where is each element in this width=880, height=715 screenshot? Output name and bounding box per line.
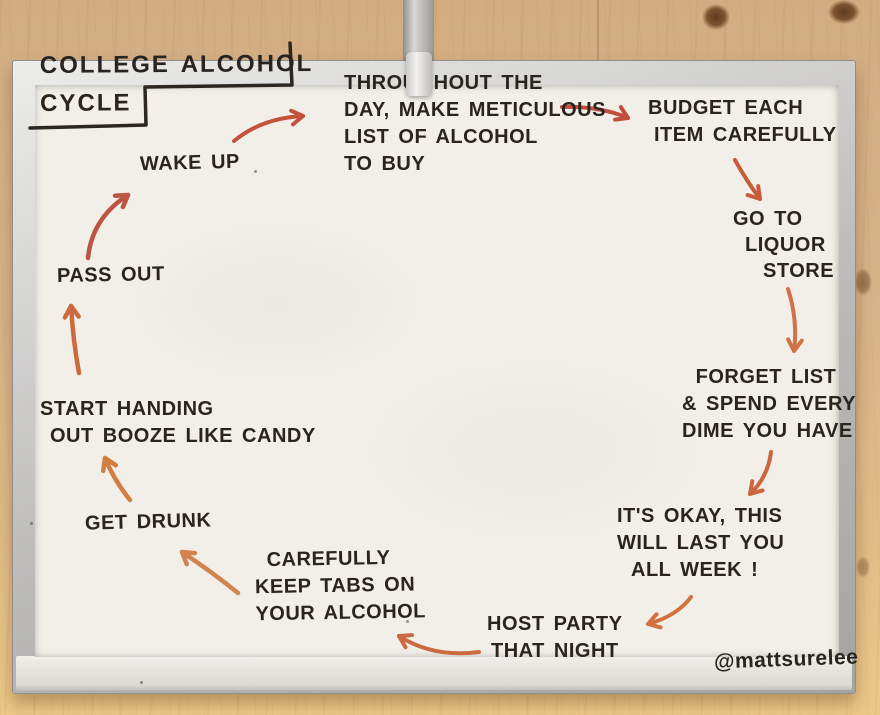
- node-line: CAREFULLY: [266, 546, 391, 572]
- node-line: GET DRUNK: [84, 509, 212, 535]
- arrow-its-okay-to-host-party: [646, 595, 693, 630]
- node-line: THROUGHOUT THE: [344, 72, 543, 94]
- node-liquor-store: GO TO LIQUOR STORE: [733, 206, 834, 284]
- node-line: PASS OUT: [56, 263, 165, 287]
- node-line: THAT NIGHT: [491, 640, 619, 662]
- node-line: GO TO: [733, 208, 803, 230]
- node-line: LIQUOR: [745, 234, 826, 256]
- node-line: COLLEGE ALCOHOL: [39, 50, 314, 79]
- marker-speck: [140, 681, 143, 684]
- diagram-title: COLLEGE ALCOHOL CYCLE: [40, 45, 314, 123]
- wood-knot: [854, 268, 872, 296]
- node-line: ALL WEEK !: [631, 559, 759, 581]
- arrow-keep-tabs-to-get-drunk: [179, 549, 241, 596]
- node-line: STORE: [763, 260, 835, 282]
- arrow-pass-out-to-wake-up: [85, 192, 131, 261]
- node-host-party: HOST PARTY THAT NIGHT: [487, 611, 622, 665]
- node-line: START HANDING: [40, 398, 214, 420]
- whiteboard-frame-bottom: [16, 656, 852, 690]
- marker-speck: [406, 620, 409, 623]
- node-line: DIME YOU HAVE: [682, 420, 853, 442]
- node-line: IT'S OKAY, THIS: [617, 505, 783, 527]
- node-get-drunk: GET DRUNK: [85, 507, 212, 537]
- author-signature: @mattsurelee: [713, 645, 859, 674]
- node-line: OUT BOOZE LIKE CANDY: [50, 425, 316, 447]
- node-line: CYCLE: [40, 89, 132, 117]
- arrow-forget-list-to-its-okay: [748, 450, 773, 496]
- node-line: WILL LAST YOU: [617, 532, 785, 554]
- node-line: HOST PARTY: [487, 613, 623, 635]
- node-make-list: THROUGHOUT THE DAY, MAKE METICULOUS LIST O…: [344, 70, 606, 178]
- node-line: WAKE UP: [139, 150, 241, 176]
- arrow-budget-to-liquor-store: [733, 158, 762, 201]
- node-line: BUDGET EACH: [648, 97, 804, 119]
- wood-knot: [828, 0, 860, 24]
- node-line: LIST OF ALCOHOL: [344, 126, 538, 148]
- mounting-clip: [406, 52, 432, 96]
- node-line: YOUR ALCOHOL: [255, 600, 427, 626]
- whiteboard-frame: [12, 60, 856, 694]
- node-pass-out: PASS OUT: [57, 261, 165, 290]
- arrow-liquor-store-to-forget-list: [786, 287, 804, 353]
- node-forget-list: FORGET LIST & SPEND EVERY DIME YOU HAVE: [682, 364, 857, 445]
- arrow-get-drunk-to-hand-out-booze: [100, 455, 133, 503]
- node-line: KEEP TABS ON: [254, 573, 416, 599]
- marker-speck: [30, 522, 33, 525]
- arrow-host-party-to-keep-tabs: [397, 633, 481, 656]
- wood-plank-seam: [597, 0, 599, 64]
- node-wake-up: WAKE UP: [140, 149, 241, 179]
- node-line: DAY, MAKE METICULOUS: [344, 99, 606, 121]
- node-line: ITEM CAREFULLY: [654, 124, 837, 146]
- whiteboard-surface: [35, 85, 839, 657]
- marker-speck: [254, 170, 257, 173]
- wood-knot: [856, 556, 870, 578]
- wood-knot: [702, 4, 730, 30]
- node-line: TO BUY: [344, 153, 426, 175]
- node-budget: BUDGET EACH ITEM CAREFULLY: [648, 95, 837, 149]
- node-line: & SPEND EVERY: [682, 393, 857, 415]
- node-its-okay: IT'S OKAY, THIS WILL LAST YOU ALL WEEK !: [617, 503, 784, 584]
- arrow-hand-out-booze-to-pass-out: [62, 303, 82, 376]
- node-line: FORGET LIST: [695, 366, 837, 388]
- node-hand-out-booze: START HANDING OUT BOOZE LIKE CANDY: [40, 396, 316, 450]
